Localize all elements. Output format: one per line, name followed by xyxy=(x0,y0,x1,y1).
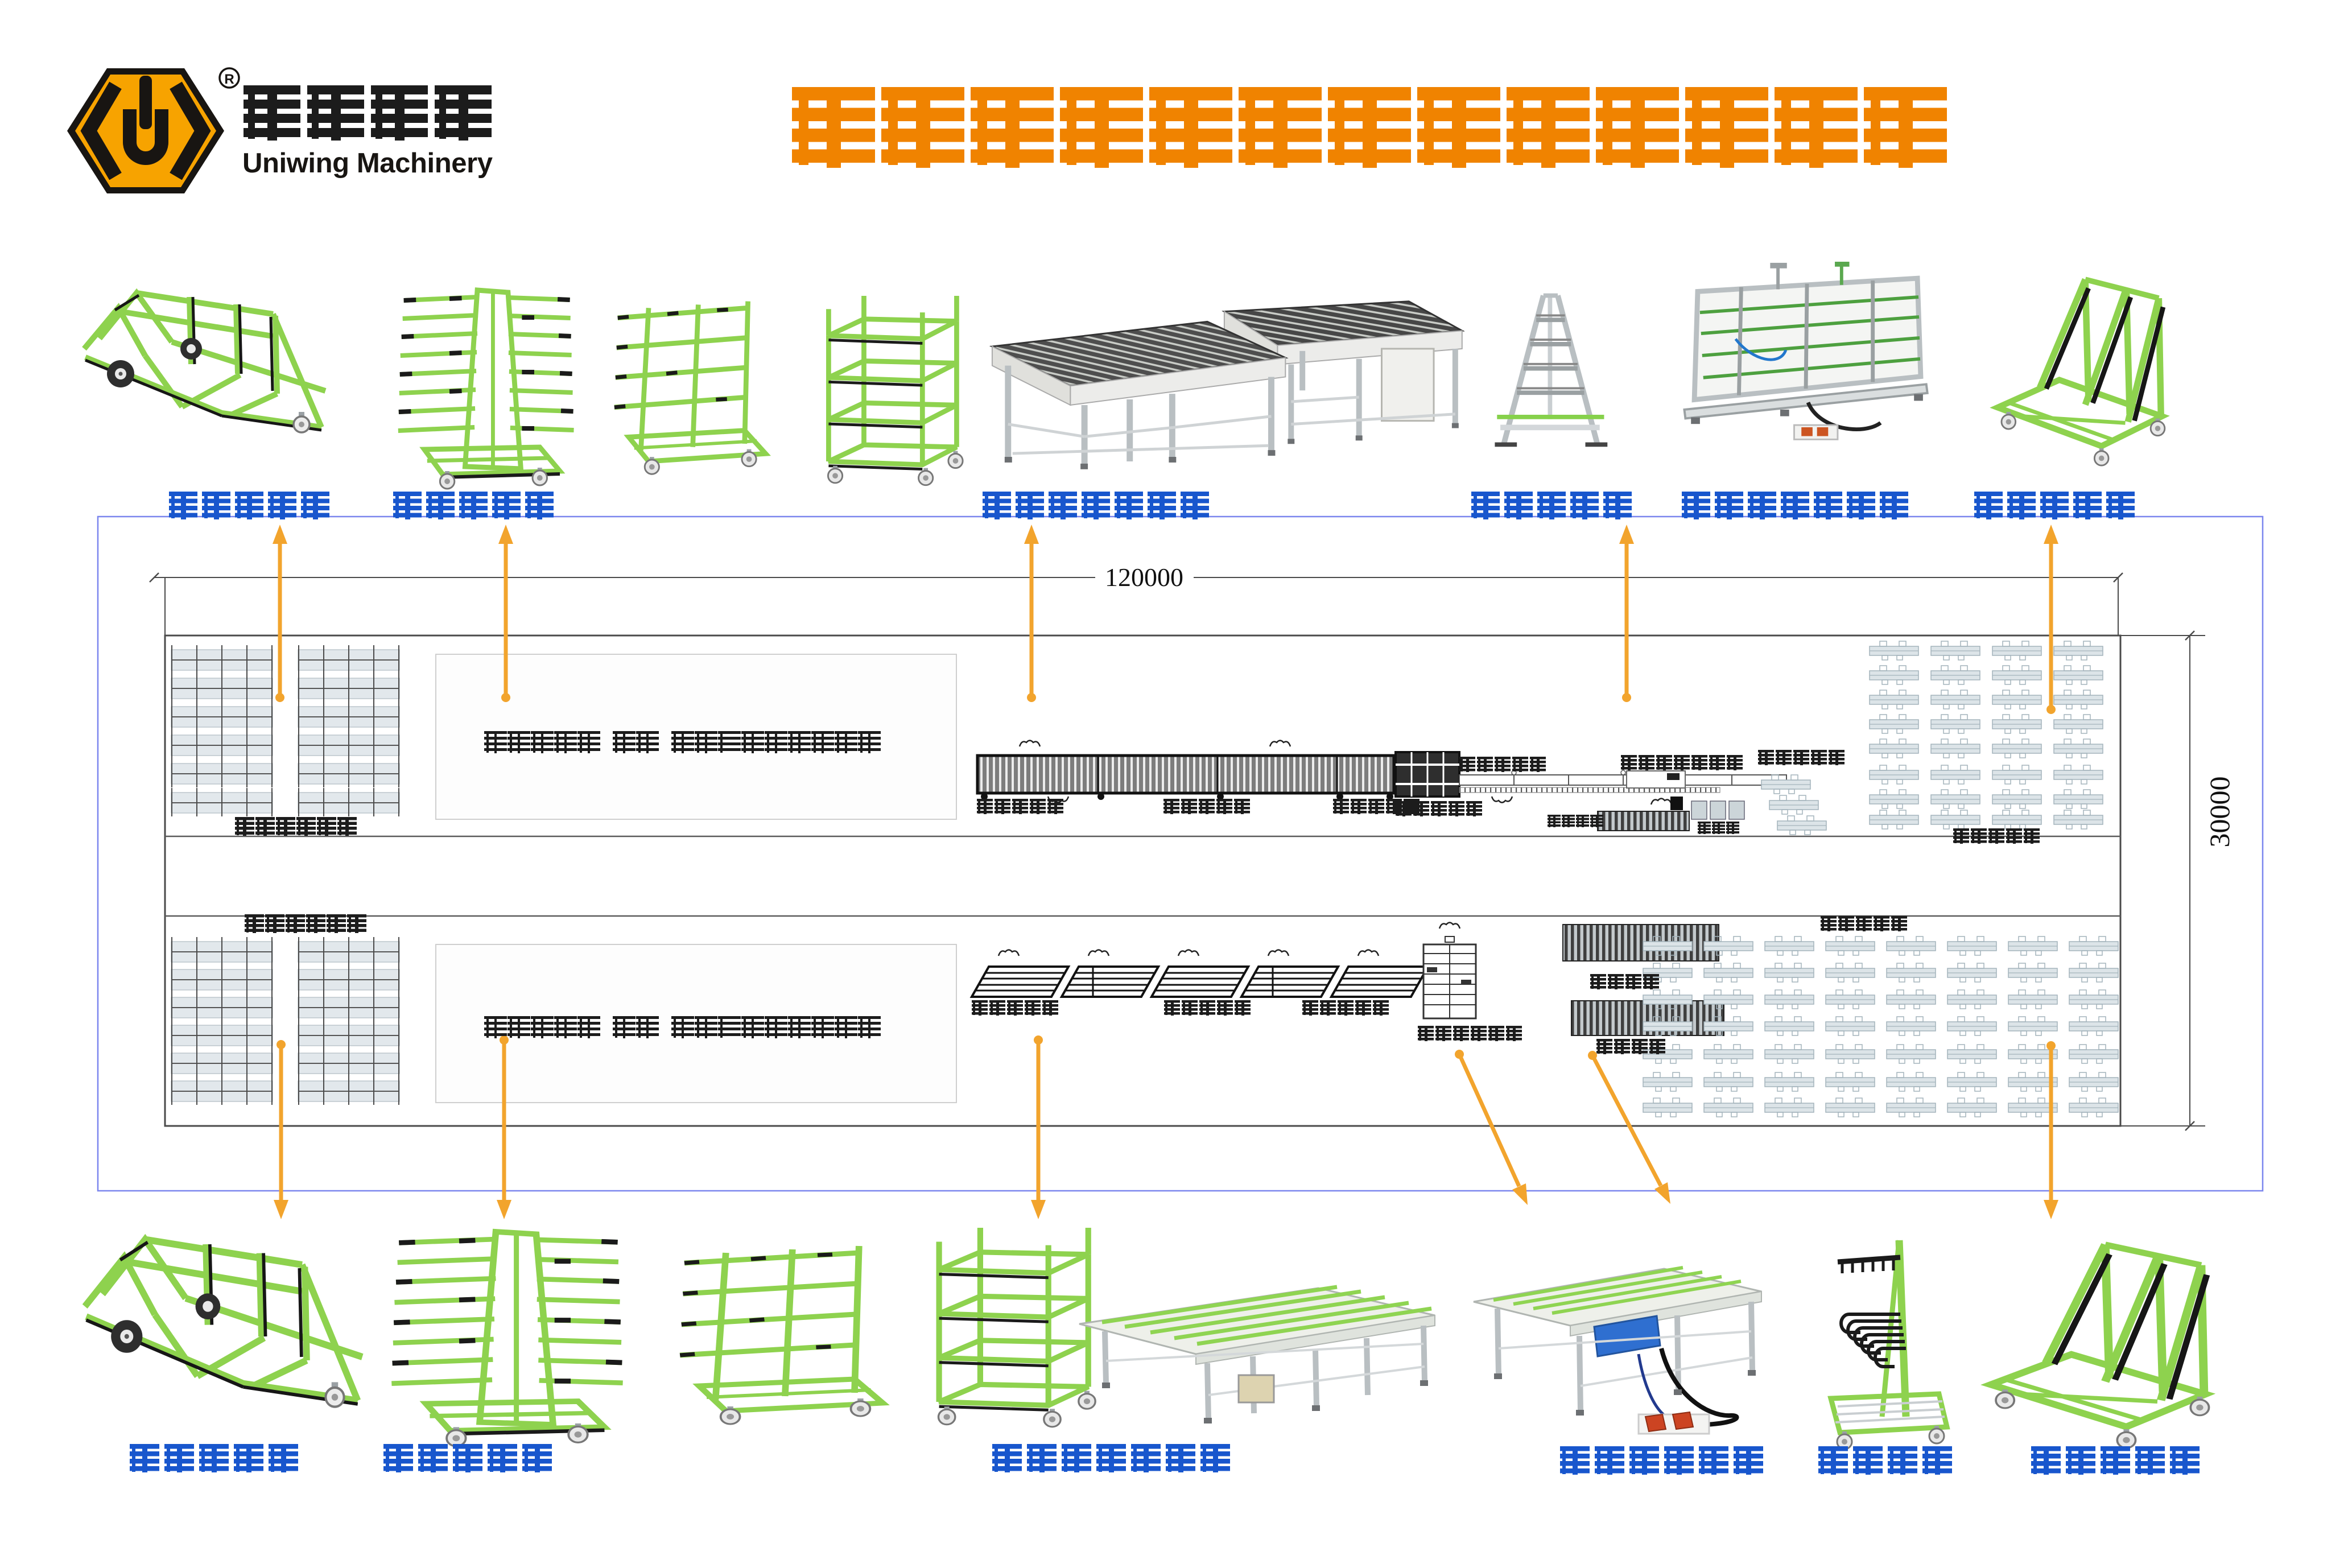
svg-text:30000: 30000 xyxy=(2204,777,2235,848)
svg-text:Uniwing Machinery: Uniwing Machinery xyxy=(242,148,493,179)
svg-text:120000: 120000 xyxy=(1105,563,1183,592)
svg-text:R: R xyxy=(224,72,234,87)
